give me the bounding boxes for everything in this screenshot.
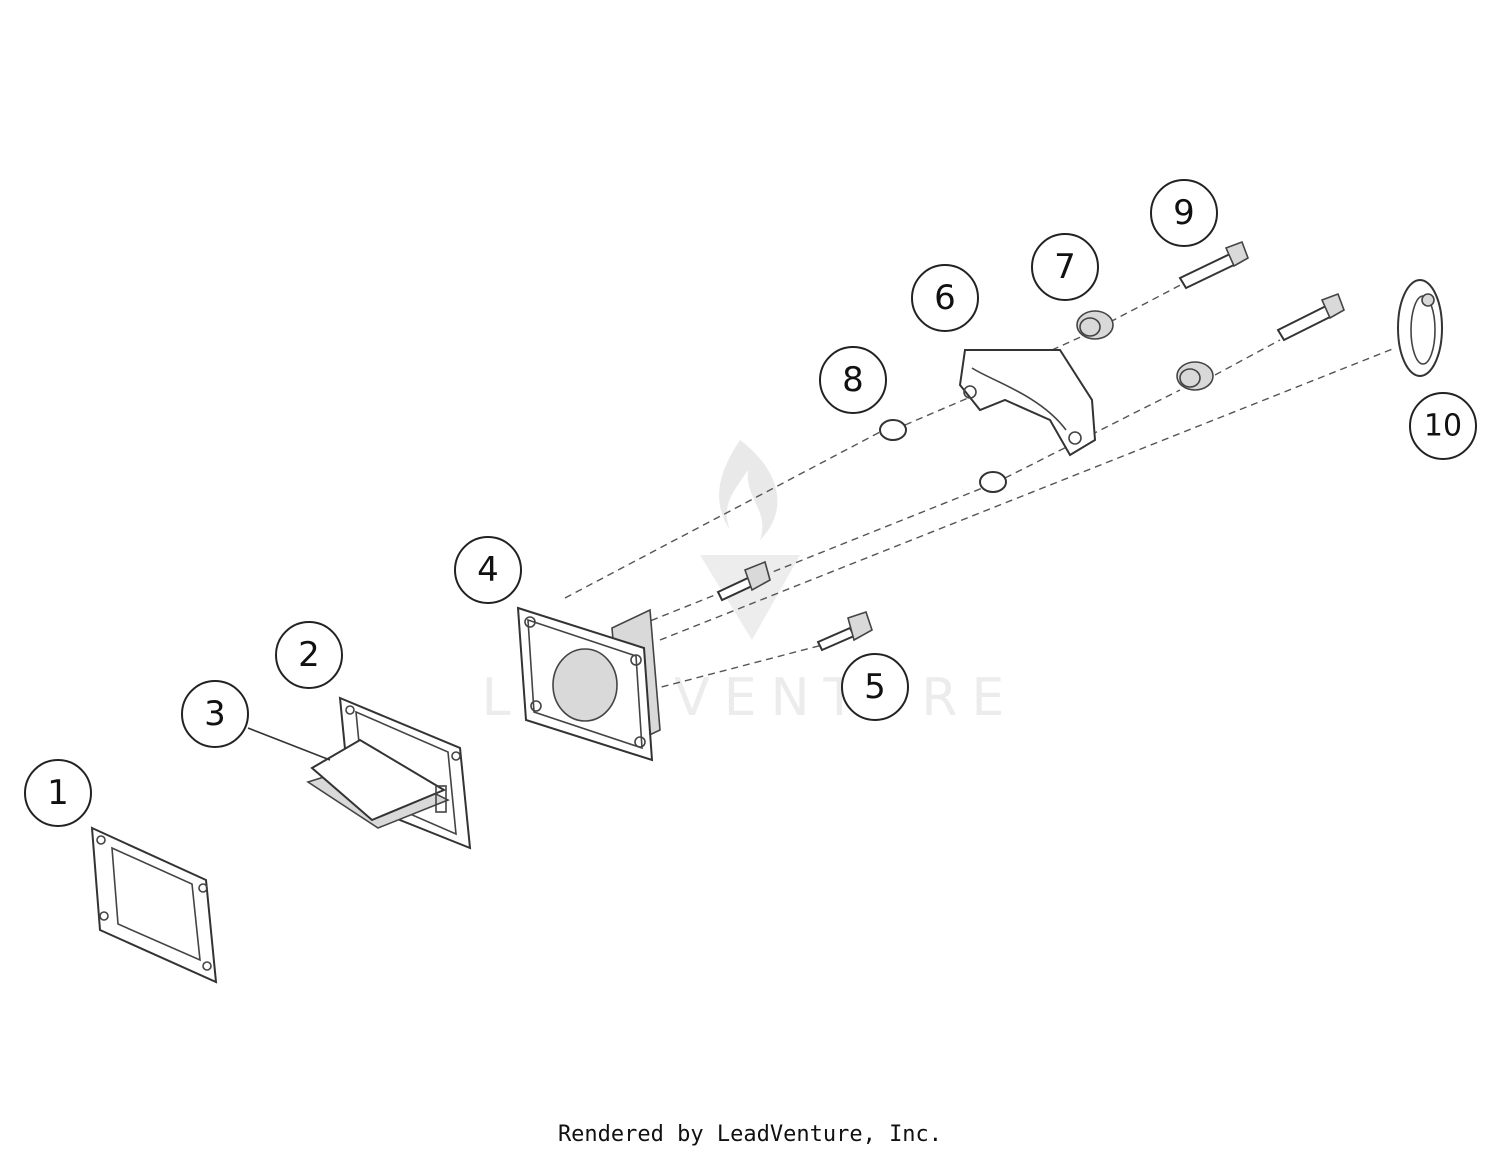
part-intake-manifold [516,606,661,762]
callout-8: 8 [819,346,887,414]
part-spacer-upper [879,419,907,441]
callout-5: 5 [841,653,909,721]
callout-1-label: 1 [47,773,69,813]
callout-1: 1 [24,759,92,827]
callout-9-label: 9 [1173,193,1195,233]
part-bracket [958,349,1097,457]
part-bolts-lower [716,560,873,652]
leader-lines [247,727,331,761]
callout-4-label: 4 [477,550,499,590]
callout-3: 3 [181,680,249,748]
footer-credit: Rendered by LeadVenture, Inc. [557,1122,943,1147]
callout-8-label: 8 [842,360,864,400]
callout-10-label: 10 [1424,409,1462,444]
callout-3-label: 3 [204,694,226,734]
callout-10: 10 [1409,392,1477,460]
callout-5-label: 5 [864,667,886,707]
part-reed-valve-block [306,696,472,850]
part-gasket [90,826,218,984]
part-spacer-lower [979,471,1007,493]
callout-4: 4 [454,536,522,604]
callout-6-label: 6 [934,278,956,318]
callout-2: 2 [275,621,343,689]
callout-6: 6 [911,264,979,332]
part-bushing-upper [1076,310,1114,340]
part-clamp [1397,279,1443,377]
part-bolt-upper [1178,240,1249,290]
part-bolt-lower [1276,292,1345,342]
callout-7-label: 7 [1054,247,1076,287]
callout-2-label: 2 [298,635,320,675]
callout-7: 7 [1031,233,1099,301]
part-bushing-lower [1176,361,1214,391]
callout-9: 9 [1150,179,1218,247]
